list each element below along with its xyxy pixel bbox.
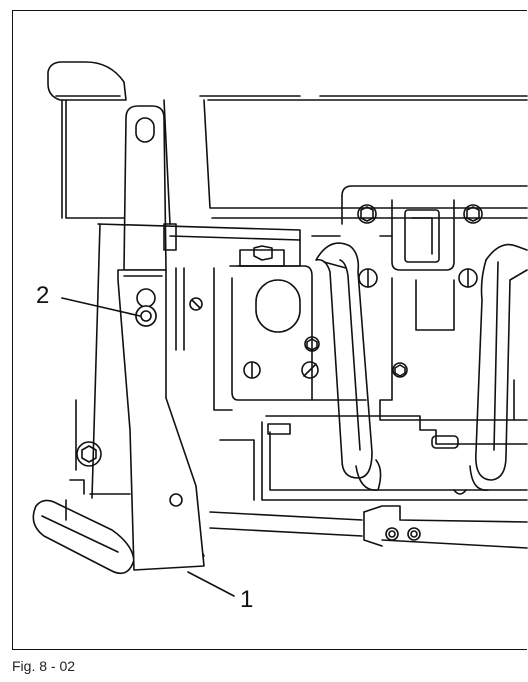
callout-1-leader xyxy=(187,571,235,597)
callout-label-1: 1 xyxy=(240,586,254,613)
knee-lever-pad xyxy=(32,223,135,575)
figure-frame xyxy=(12,10,527,650)
base-frame xyxy=(219,235,528,501)
hose-right xyxy=(458,243,528,491)
figure-caption: Fig. 8 - 02 xyxy=(12,658,76,674)
lever-lower-bar xyxy=(117,269,205,571)
front-cover xyxy=(341,185,528,271)
callout-2-leader xyxy=(61,297,141,317)
clamp-screw xyxy=(135,305,157,327)
center-block xyxy=(175,265,320,411)
lever-bracket xyxy=(97,223,301,267)
callout-label-2: 2 xyxy=(36,282,50,309)
lever-upper-bar xyxy=(123,105,167,271)
machine-arm xyxy=(47,61,528,225)
hose-left xyxy=(315,242,382,491)
lower-linkage xyxy=(195,505,528,557)
